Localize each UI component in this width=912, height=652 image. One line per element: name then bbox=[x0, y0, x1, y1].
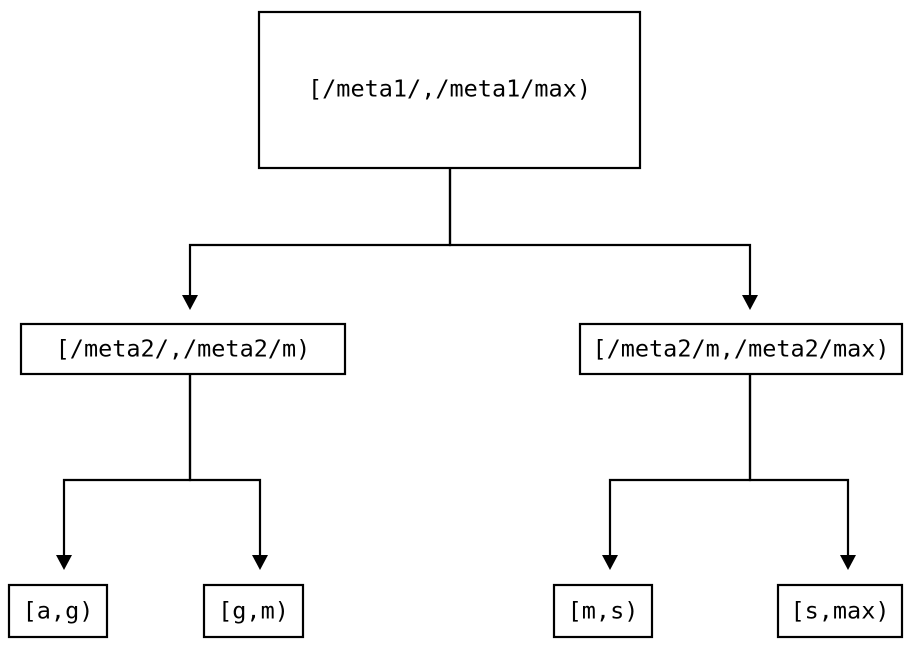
node-group: [/meta1/,/meta1/max) [/meta2/,/meta2/m) … bbox=[7, 10, 904, 639]
edge-root-to-mid-right bbox=[448, 168, 758, 310]
node-leaf-g-m[interactable]: [g,m) bbox=[202, 583, 305, 639]
edge-root-to-mid-right-line bbox=[448, 168, 752, 296]
edge-mid-left-to-leaf-g-m-line bbox=[188, 374, 262, 556]
edge-group bbox=[56, 168, 856, 570]
edge-mid-right-to-leaf-s-max-line bbox=[748, 374, 850, 556]
node-leaf-s-max-label: [s,max) bbox=[790, 597, 889, 625]
node-leaf-a-g-box[interactable] bbox=[7, 583, 109, 639]
edge-root-to-mid-left-arrow-icon bbox=[182, 295, 198, 310]
edge-mid-left-to-leaf-a-g-line bbox=[62, 374, 192, 556]
node-leaf-g-m-box[interactable] bbox=[202, 583, 305, 639]
node-leaf-a-g[interactable]: [a,g) bbox=[7, 583, 109, 639]
node-mid-left-box[interactable] bbox=[19, 322, 347, 376]
edge-mid-right-to-leaf-s-max bbox=[748, 374, 856, 570]
node-mid-left[interactable]: [/meta2/,/meta2/m) bbox=[19, 322, 347, 376]
node-mid-right[interactable]: [/meta2/m,/meta2/max) bbox=[578, 322, 904, 376]
node-mid-right-label: [/meta2/m,/meta2/max) bbox=[592, 335, 889, 363]
node-mid-left-label: [/meta2/,/meta2/m) bbox=[56, 335, 311, 363]
edge-root-to-mid-right-arrow-icon bbox=[742, 295, 758, 310]
edge-mid-right-to-leaf-m-s-arrow-icon bbox=[602, 555, 618, 570]
node-root[interactable]: [/meta1/,/meta1/max) bbox=[257, 10, 642, 170]
node-leaf-s-max[interactable]: [s,max) bbox=[776, 583, 904, 639]
edge-mid-left-to-leaf-a-g-arrow-icon bbox=[56, 555, 72, 570]
edge-mid-left-to-leaf-g-m-arrow-icon bbox=[252, 555, 268, 570]
node-leaf-m-s-label: [m,s) bbox=[568, 597, 639, 625]
edge-mid-left-to-leaf-g-m bbox=[188, 374, 268, 570]
edge-mid-right-to-leaf-m-s bbox=[602, 374, 752, 570]
node-leaf-g-m-label: [g,m) bbox=[218, 597, 289, 625]
node-mid-right-box[interactable] bbox=[578, 322, 904, 376]
edge-mid-right-to-leaf-m-s-line bbox=[608, 374, 752, 556]
node-leaf-m-s[interactable]: [m,s) bbox=[552, 583, 654, 639]
node-leaf-a-g-label: [a,g) bbox=[23, 597, 94, 625]
edge-root-to-mid-left-line bbox=[188, 168, 452, 296]
node-root-box[interactable] bbox=[257, 10, 642, 170]
edge-root-to-mid-left bbox=[182, 168, 452, 310]
edge-mid-left-to-leaf-a-g bbox=[56, 374, 192, 570]
node-root-label: [/meta1/,/meta1/max) bbox=[308, 75, 591, 103]
node-leaf-s-max-box[interactable] bbox=[776, 583, 904, 639]
node-leaf-m-s-box[interactable] bbox=[552, 583, 654, 639]
edge-mid-right-to-leaf-s-max-arrow-icon bbox=[840, 555, 856, 570]
